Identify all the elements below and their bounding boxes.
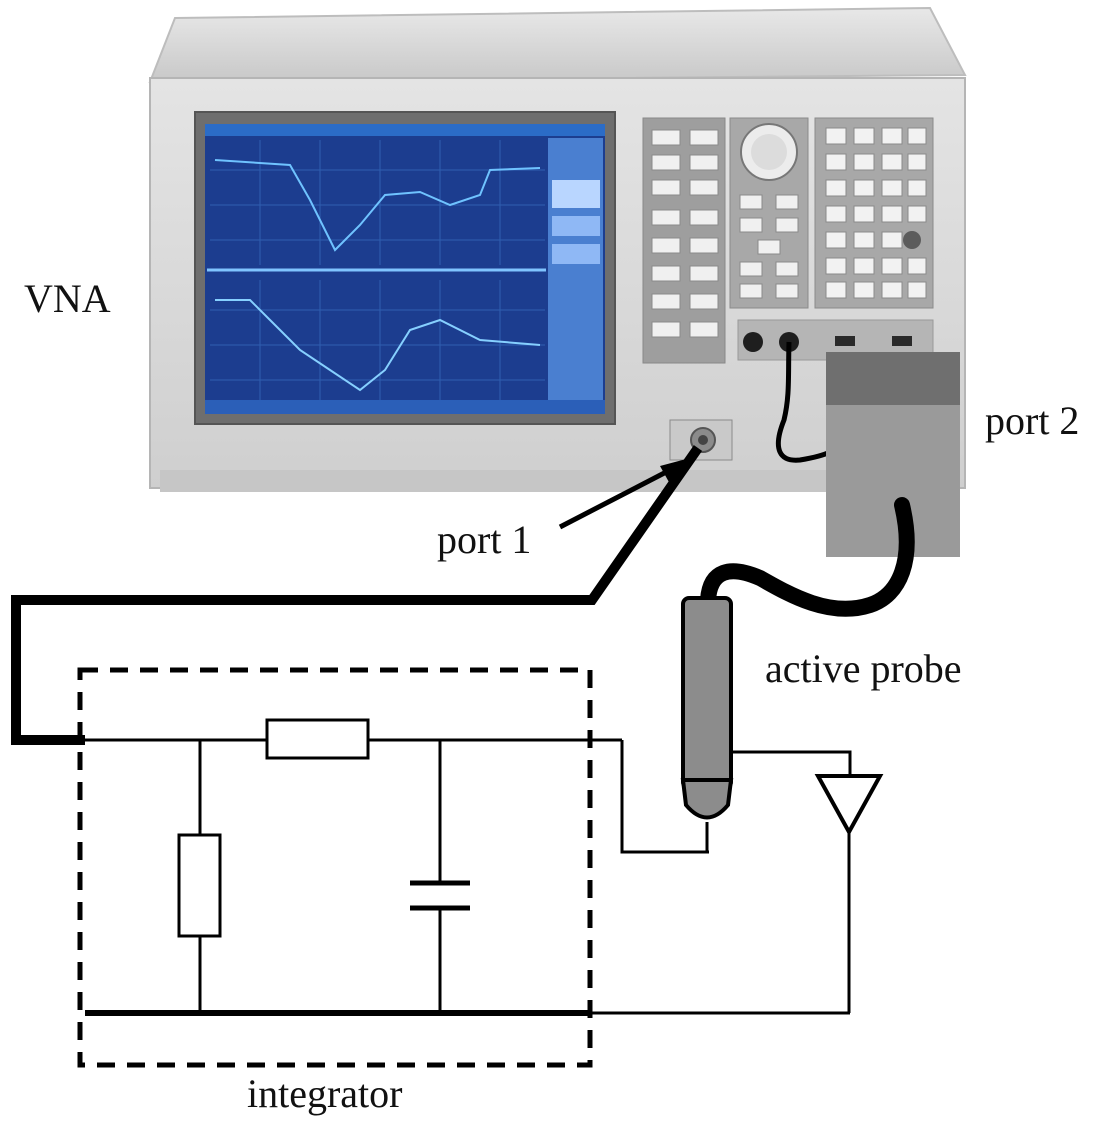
port2-lead-cable — [775, 341, 832, 463]
vna-keypad-right — [814, 117, 934, 309]
port1-connector — [669, 419, 733, 461]
screen-trace-upper — [214, 159, 541, 252]
shunt-resistor — [177, 833, 222, 938]
vna-bottom-rim — [160, 470, 960, 492]
port2-label: port 2 — [985, 398, 1079, 443]
vna-label: VNA — [24, 276, 111, 321]
output-to-probe-wire — [620, 740, 709, 854]
screen-trace-lower — [215, 299, 541, 392]
port1-arrow — [558, 458, 690, 530]
integrator-label: integrator — [247, 1071, 403, 1116]
integrator-circuit — [77, 667, 850, 1068]
port1-label: port 1 — [437, 517, 531, 562]
port2-box — [826, 352, 960, 557]
amplifier-symbol — [731, 750, 884, 1013]
port1-cable — [11, 445, 703, 745]
vna-top-bevel — [148, 6, 967, 84]
active-probe — [680, 596, 734, 852]
vna-screen — [205, 124, 605, 414]
screen-softkey-panel — [548, 138, 603, 408]
vna-knob-panel — [729, 117, 809, 309]
vna-keypad-left — [642, 117, 726, 364]
front-jack-1 — [743, 332, 763, 352]
active-probe-label: active probe — [765, 646, 962, 691]
probe-cable — [700, 497, 915, 617]
series-resistor — [265, 718, 370, 760]
integrator-boundary — [77, 667, 593, 1068]
